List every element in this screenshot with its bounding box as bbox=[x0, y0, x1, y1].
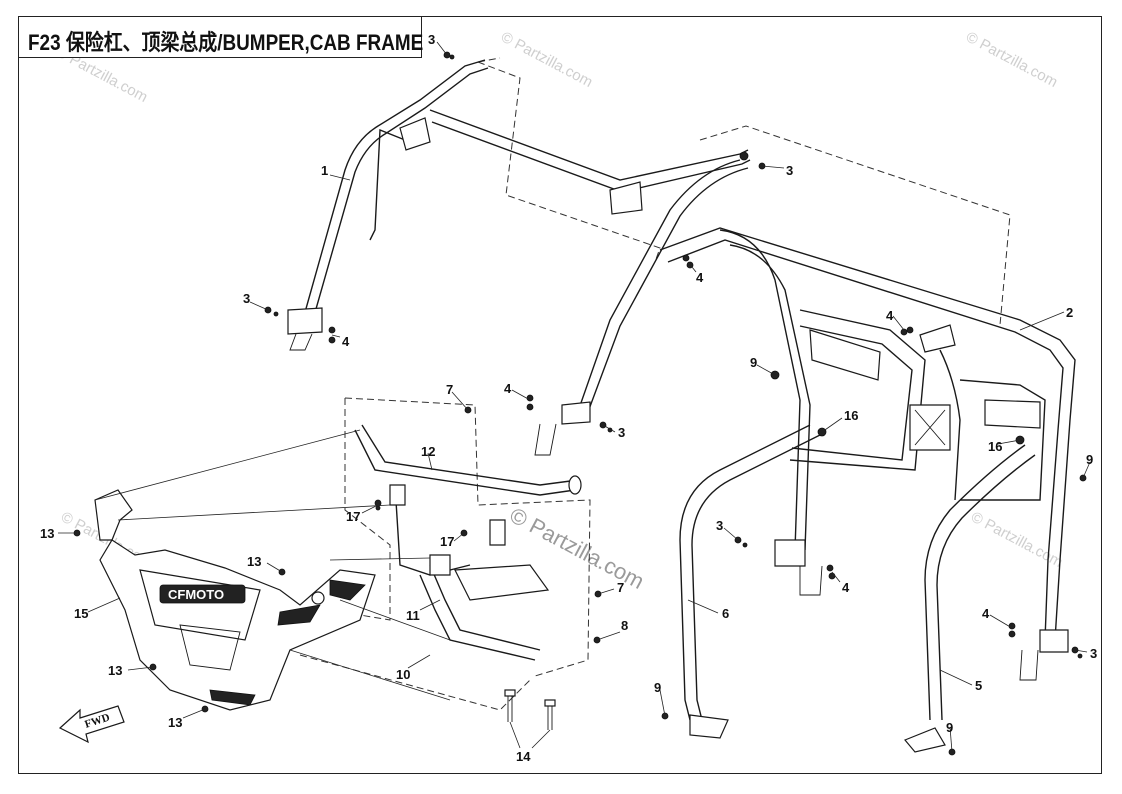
callout-12: 12 bbox=[421, 444, 435, 459]
callout-3: 3 bbox=[243, 291, 250, 306]
watermark-text: © Partzilla.com bbox=[498, 29, 595, 91]
callout-4: 4 bbox=[696, 270, 704, 285]
callout-1: 1 bbox=[321, 163, 328, 178]
cfmoto-logo: CFMOTO bbox=[168, 587, 224, 602]
callout-6: 6 bbox=[722, 606, 729, 621]
callout-9: 9 bbox=[1086, 452, 1093, 467]
diagram-frame bbox=[18, 16, 1102, 774]
callout-3: 3 bbox=[1090, 646, 1097, 661]
callout-labels: 1 2 3 3 3 3 3 3 4 4 4 4 4 4 5 6 7 7 8 9 … bbox=[40, 32, 1097, 764]
callout-17: 17 bbox=[346, 509, 360, 524]
watermark-text: © Partzilla.com bbox=[963, 29, 1060, 91]
callout-16: 16 bbox=[844, 408, 858, 423]
callout-7: 7 bbox=[446, 382, 453, 397]
callout-9: 9 bbox=[750, 355, 757, 370]
front-cab-frame-part-1 bbox=[287, 59, 751, 456]
callout-9: 9 bbox=[946, 720, 953, 735]
callout-8: 8 bbox=[621, 618, 628, 633]
rear-brace-parts-5-6 bbox=[679, 424, 1036, 753]
callout-3: 3 bbox=[786, 163, 793, 178]
callout-4: 4 bbox=[842, 580, 850, 595]
watermarks: © Partzilla.com © Partzilla.com © Partzi… bbox=[53, 29, 1065, 594]
callout-9: 9 bbox=[654, 680, 661, 695]
callout-3: 3 bbox=[618, 425, 625, 440]
callout-15: 15 bbox=[74, 606, 88, 621]
callout-5: 5 bbox=[975, 678, 982, 693]
callout-4: 4 bbox=[982, 606, 990, 621]
callout-4: 4 bbox=[886, 308, 894, 323]
callout-3: 3 bbox=[428, 32, 435, 47]
leader-lines bbox=[58, 41, 1091, 753]
callout-13: 13 bbox=[247, 554, 261, 569]
diagram-title: F23 保险杠、顶梁总成/BUMPER,CAB FRAME bbox=[28, 30, 424, 55]
callout-4: 4 bbox=[504, 381, 512, 396]
callout-11: 11 bbox=[406, 608, 420, 623]
callout-14: 14 bbox=[516, 749, 531, 764]
callout-17: 17 bbox=[440, 534, 454, 549]
callout-13: 13 bbox=[168, 715, 182, 730]
title-box bbox=[18, 16, 422, 58]
callout-7: 7 bbox=[617, 580, 624, 595]
callout-13: 13 bbox=[108, 663, 122, 678]
rear-cab-frame-part-2 bbox=[659, 227, 1076, 681]
callout-10: 10 bbox=[396, 667, 410, 682]
front-bumper-parts-10-11-12 bbox=[354, 424, 582, 661]
bolt-parts-14 bbox=[504, 689, 556, 730]
callout-3: 3 bbox=[716, 518, 723, 533]
fwd-direction-arrow: FWD bbox=[58, 705, 125, 744]
callout-4: 4 bbox=[342, 334, 350, 349]
front-fascia-part-15: CFMOTO bbox=[94, 489, 376, 711]
callout-13: 13 bbox=[40, 526, 54, 541]
callout-16: 16 bbox=[988, 439, 1002, 454]
callout-2: 2 bbox=[1066, 305, 1073, 320]
